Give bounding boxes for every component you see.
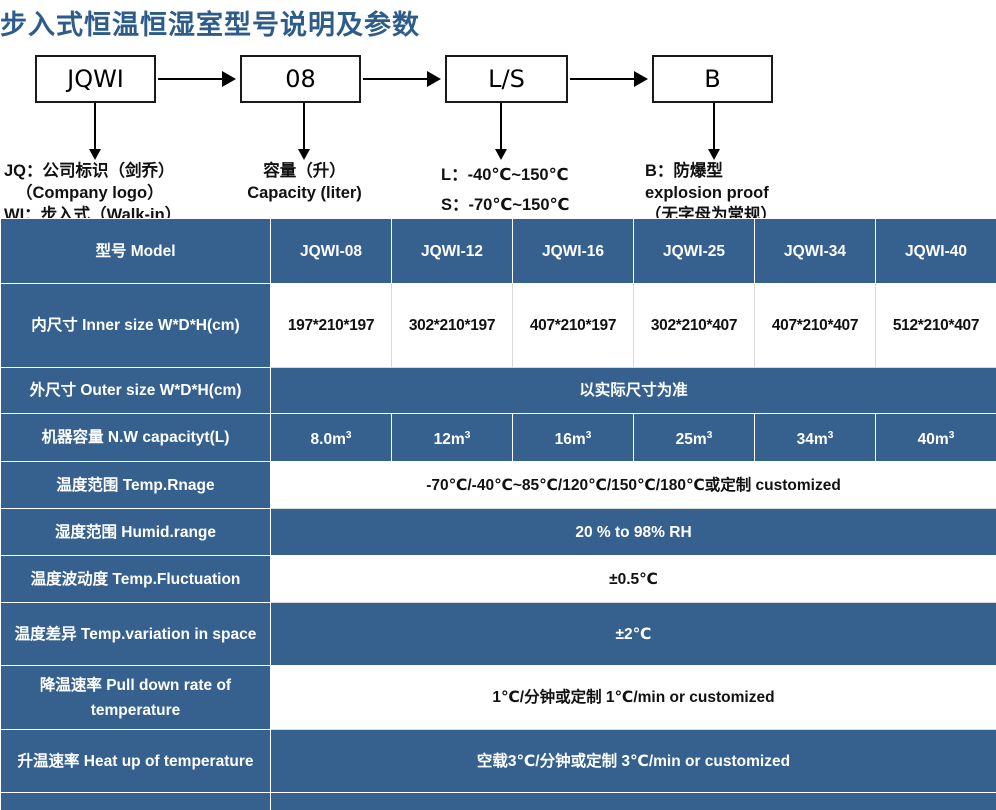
row-label: 外尺寸 Outer size W*D*H(cm) [0,367,271,414]
row-label: 机器容量 N.W capacityt(L) [0,413,271,462]
row-value-merged [270,792,996,810]
drop-line-3 [500,103,502,151]
arrow-line-2 [363,78,429,80]
header-cell-model-6: JQWI-40 [875,218,996,284]
arrow-line-1 [158,78,224,80]
legend-temp-range-line-2: S：-70℃~150℃ [441,196,570,214]
legend-explosion-line-2: explosion proof [645,184,769,202]
drop-head-3-icon [495,149,507,160]
drop-line-2 [303,103,305,151]
legend-capacity-line-2: Capacity (liter) [247,184,362,202]
legend-temp-range: L：-40℃~150℃ S：-70℃~150℃ [441,160,569,220]
row-value-cell: 40m3 [875,413,996,462]
legend-jqwi-line-2: （Company logo） [16,184,164,202]
row-value-cell: 302*210*407 [633,283,755,368]
drop-line-4 [713,103,715,151]
row-value-cell: 302*210*197 [391,283,513,368]
diagram-box-jqwi: JQWI [35,55,156,103]
arrow-head-1-icon [222,71,236,87]
drop-head-1-icon [89,149,101,160]
header-cell-model-2: JQWI-12 [391,218,513,284]
header-cell-model-1: JQWI-08 [270,218,392,284]
row-label: 内尺寸 Inner size W*D*H(cm) [0,283,271,368]
legend-capacity-line-1: 容量（升） [263,162,346,180]
row-label: 升温速率 Heat up of temperature [0,729,271,793]
header-cell-model-4: JQWI-25 [633,218,755,284]
row-value-cell: 8.0m3 [270,413,392,462]
row-label: 温度差异 Temp.variation in space [0,602,271,666]
row-value-cell: 25m3 [633,413,755,462]
table-row: 外尺寸 Outer size W*D*H(cm)以实际尺寸为准 [0,367,996,414]
table-row: 温度范围 Temp.Rnage-70℃/-40℃~85℃/120℃/150℃/1… [0,461,996,509]
row-label: 降温速率 Pull down rate of temperature [0,665,271,730]
header-cell-model-3: JQWI-16 [512,218,634,284]
table-row: 温度差异 Temp.variation in space±2℃ [0,602,996,666]
arrow-head-2-icon [427,71,441,87]
row-value-cell: 512*210*407 [875,283,996,368]
diagram-box-capacity: 08 [240,55,361,103]
row-label: 湿度范围 Humid.range [0,508,271,556]
row-label: 温度波动度 Temp.Fluctuation [0,555,271,603]
row-label: 温度范围 Temp.Rnage [0,461,271,509]
row-value-cell: 34m3 [754,413,876,462]
table-row: 温度波动度 Temp.Fluctuation±0.5℃ [0,555,996,603]
page-title: 步入式恒温恒湿室型号说明及参数 [0,10,420,40]
model-code-diagram: JQWI 08 L/S B JQ：公司标识（剑乔） （Company logo）… [0,50,996,224]
legend-jqwi-line-1: JQ：公司标识（剑乔） [4,162,175,180]
drop-head-2-icon [298,149,310,160]
arrow-head-3-icon [634,71,648,87]
arrow-line-3 [570,78,636,80]
row-value-cell: 407*210*197 [512,283,634,368]
diagram-box-temprange: L/S [445,55,568,103]
row-value-merged: 1℃/分钟或定制 1℃/min or customized [270,665,996,730]
legend-jqwi: JQ：公司标识（剑乔） （Company logo） WI：步入式（Walk-i… [4,160,181,226]
drop-line-1 [94,103,96,151]
legend-explosion-line-1: B：防爆型 [645,162,723,180]
header-cell-model: 型号 Model [0,218,271,284]
legend-capacity: 容量（升） Capacity (liter) [222,160,387,204]
row-value-cell: 12m3 [391,413,513,462]
row-value-merged: -70℃/-40℃~85℃/120℃/150℃/180℃或定制 customiz… [270,461,996,509]
row-value-cell: 16m3 [512,413,634,462]
row-value-merged: 20 % to 98% RH [270,508,996,556]
header-cell-model-5: JQWI-34 [754,218,876,284]
row-value-cell: 197*210*197 [270,283,392,368]
table-row [0,792,996,810]
row-value-merged: ±0.5℃ [270,555,996,603]
legend-explosion: B：防爆型 explosion proof （无字母为常规） [645,160,777,226]
row-value-merged: 以实际尺寸为准 [270,367,996,414]
row-value-merged: 空载3℃/分钟或定制 3℃/min or customized [270,729,996,793]
legend-temp-range-line-1: L：-40℃~150℃ [441,166,569,184]
drop-head-4-icon [708,149,720,160]
row-value-cell: 407*210*407 [754,283,876,368]
row-value-merged: ±2℃ [270,602,996,666]
row-label [0,792,271,810]
diagram-box-explosion: B [652,55,773,103]
